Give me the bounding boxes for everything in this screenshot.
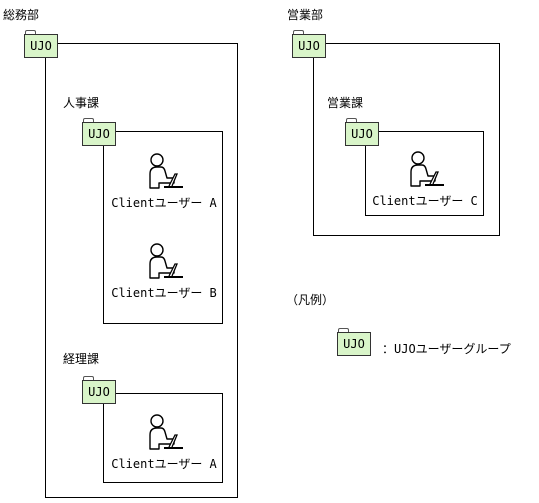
- folder-tab: [346, 118, 357, 123]
- user-at-terminal-icon: [149, 414, 183, 450]
- legend-title: （凡例）: [286, 293, 335, 307]
- client-user-name: Clientユーザー B: [111, 286, 217, 300]
- folder-icon: UJO: [82, 122, 116, 146]
- ujo-group-icon-somu: UJO: [24, 30, 58, 58]
- dept-label-jinji: 人事課: [63, 96, 100, 110]
- client-user-name: Clientユーザー A: [111, 196, 217, 210]
- user-at-terminal-icon: [149, 153, 183, 189]
- folder-icon: UJO: [292, 34, 326, 58]
- folder-tab: [83, 118, 94, 123]
- folder-tab: [25, 30, 36, 35]
- dept-label-eigyoka: 営業課: [327, 96, 364, 110]
- ujo-group-icon-jinji: UJO: [82, 118, 116, 146]
- dept-box-jinji: [103, 131, 223, 324]
- folder-icon: UJO: [82, 380, 116, 404]
- folder-tab: [338, 328, 349, 333]
- client-user-jinji-2: Clientユーザー B: [99, 242, 229, 302]
- ujo-group-icon-keiri: UJO: [82, 376, 116, 404]
- dept-box-keiri: [103, 393, 223, 483]
- user-at-terminal-icon: [149, 243, 183, 279]
- client-user-keiri-1: Clientユーザー A: [99, 413, 229, 473]
- dept-box-somu: [45, 43, 238, 498]
- folder-icon: UJO: [345, 122, 379, 146]
- client-user-jinji-1: Clientユーザー A: [99, 152, 229, 212]
- ujo-group-icon-eigyobu: UJO: [292, 30, 326, 58]
- folder-icon: UJO: [337, 332, 371, 356]
- ujo-group-icon-eigyoka: UJO: [345, 118, 379, 146]
- dept-label-somu: 総務部: [3, 8, 40, 22]
- legend-ujo-icon: UJO: [337, 328, 371, 356]
- dept-box-eigyoka: [365, 131, 484, 216]
- user-at-terminal-icon: [410, 151, 444, 187]
- legend-description: ：UJOユーザーグループ: [382, 342, 511, 356]
- dept-box-eigyobu: [313, 43, 500, 236]
- client-user-eigyoka-1: Clientユーザー C: [360, 150, 490, 210]
- dept-label-eigyobu: 営業部: [287, 8, 324, 22]
- dept-label-keiri: 経理課: [63, 352, 100, 366]
- folder-tab: [293, 30, 304, 35]
- folder-icon: UJO: [24, 34, 58, 58]
- folder-tab: [83, 376, 94, 381]
- client-user-name: Clientユーザー C: [372, 194, 478, 208]
- client-user-name: Clientユーザー A: [111, 457, 217, 471]
